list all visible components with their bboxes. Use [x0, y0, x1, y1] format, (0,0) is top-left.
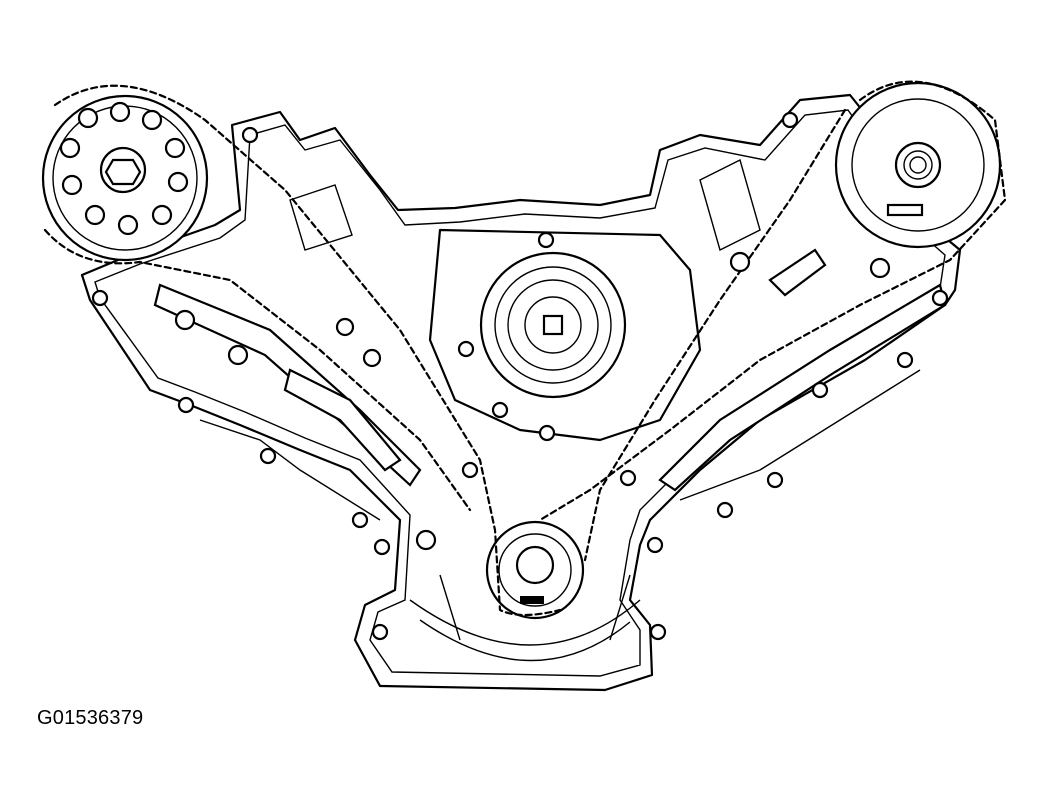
right-camshaft-sprocket — [834, 81, 1002, 249]
left-chain-tensioner — [283, 368, 402, 472]
left-timing-chain — [43, 84, 562, 617]
crankshaft-sprocket — [485, 520, 585, 620]
cover-bolt-bosses — [91, 111, 949, 641]
engine-cover-outline — [80, 93, 962, 692]
cover-internal-ribs — [199, 158, 921, 662]
left-camshaft-sprocket — [41, 94, 209, 262]
right-timing-chain — [538, 80, 1007, 562]
right-chain-guide — [658, 283, 947, 492]
water-pump-pulley — [479, 251, 627, 399]
water-pump-housing — [428, 228, 702, 442]
right-chain-tensioner — [768, 248, 827, 297]
figure-id-label: G01536379 — [37, 707, 144, 729]
